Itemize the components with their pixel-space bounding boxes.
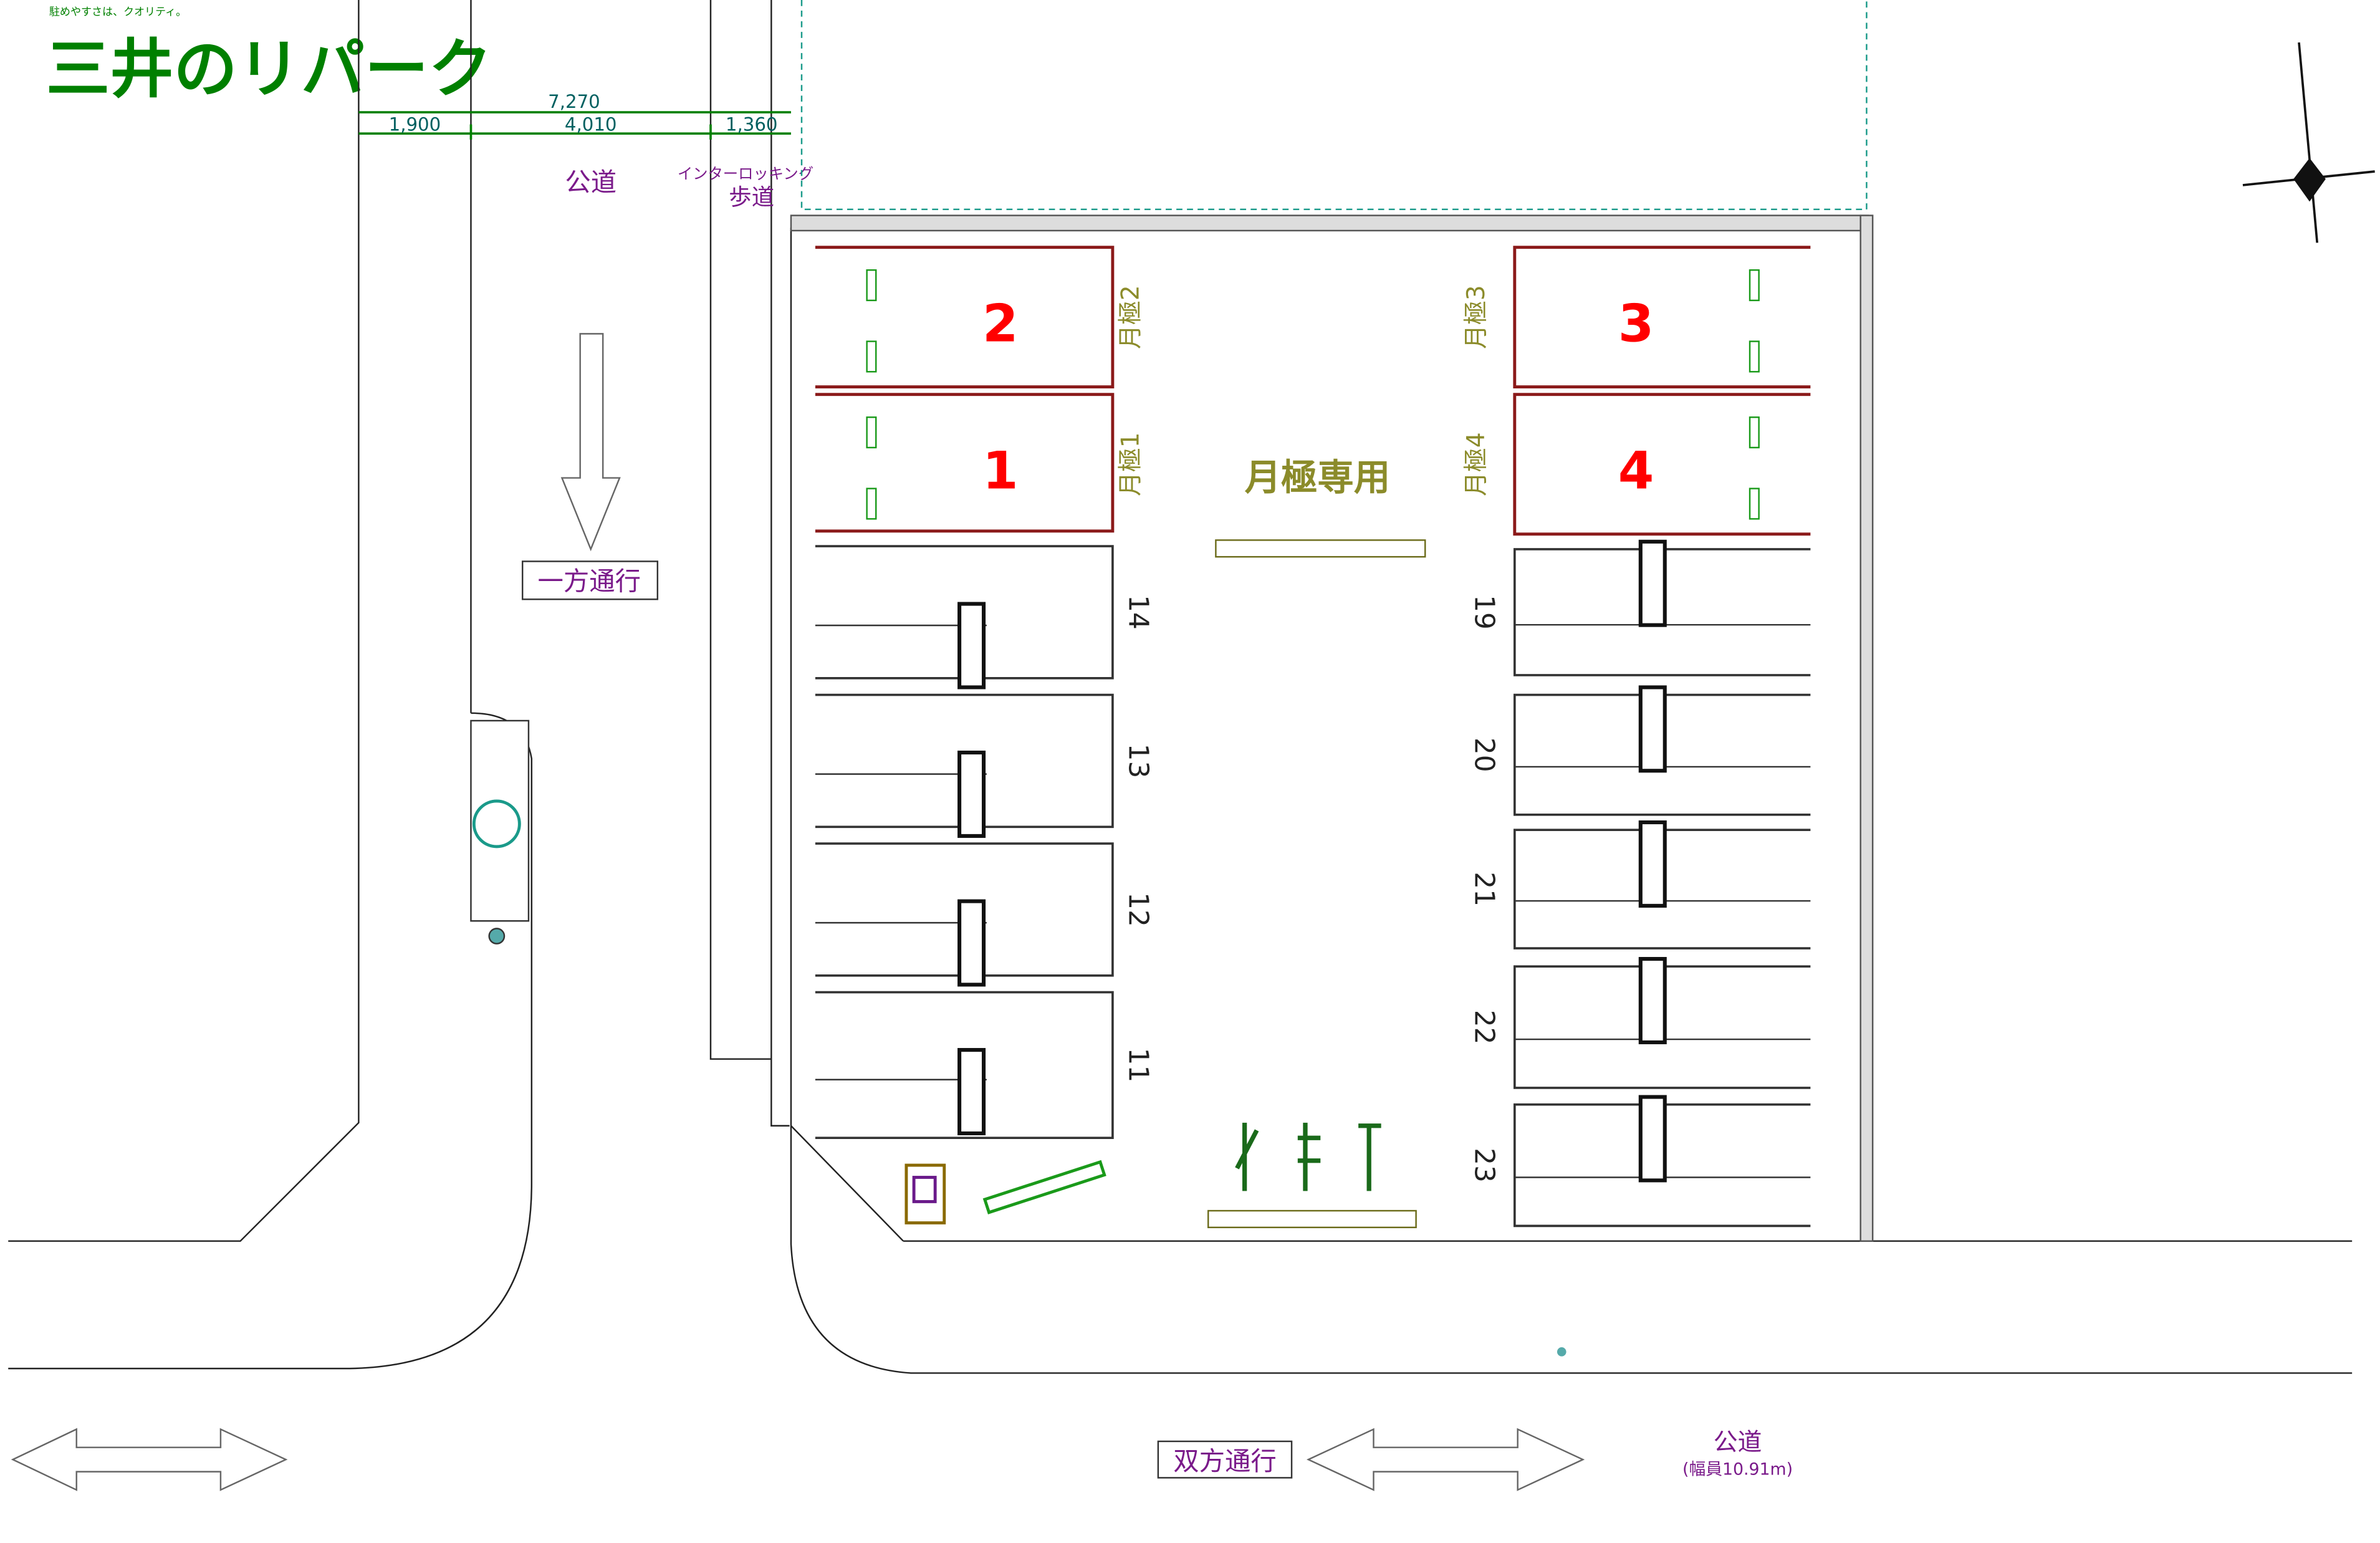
lock-plate: [1638, 1095, 1667, 1183]
dimension-left: 1,900: [389, 113, 441, 135]
space-number: 4: [1618, 441, 1654, 501]
two-way-arrow-left-icon: [11, 1428, 288, 1491]
space-number: 23: [1469, 1148, 1500, 1183]
entrance-machines: [1235, 1122, 1381, 1191]
one-way-sign: [521, 560, 659, 600]
monthly-label: 月極2: [1116, 285, 1144, 349]
parking-space-12: 12: [815, 842, 1154, 987]
monthly-only-label: 月極専用: [1245, 456, 1391, 499]
public-road-label-bottom: 公道: [1714, 1429, 1762, 1457]
one-way-label: 一方通行: [538, 567, 641, 597]
wheel-stop: [1749, 340, 1760, 373]
parking-space-23: 23: [1469, 1095, 1811, 1228]
wheel-stop: [1749, 269, 1760, 302]
lock-plate: [957, 1048, 986, 1135]
parking-space-11: 11: [815, 991, 1154, 1140]
space-number: 20: [1469, 738, 1500, 772]
space-number: 22: [1469, 1010, 1500, 1045]
center-curb: [1215, 539, 1426, 558]
sidewalk-type-label: インターロッキング: [678, 165, 813, 183]
lot-boundary: [790, 0, 1874, 1242]
dimension-lines: [358, 111, 791, 140]
monthly-space-4: 4 月極4: [1462, 393, 1811, 536]
space-outline: [1513, 393, 1811, 536]
space-number: 2: [982, 294, 1019, 354]
dimension-middle: 4,010: [565, 113, 617, 135]
manhole: [1557, 1347, 1567, 1357]
space-number: 19: [1469, 595, 1500, 630]
bottom-curb: [1207, 1209, 1417, 1229]
dimension-total: 7,270: [548, 91, 600, 112]
parking-space-20: 20: [1469, 685, 1811, 816]
parking-space-21: 21: [1469, 820, 1811, 949]
space-number: 21: [1469, 872, 1500, 906]
monthly-space-1: 1 月極1: [815, 393, 1144, 533]
dimension-right: 1,360: [726, 113, 778, 135]
monthly-space-3: 3 月極3: [1462, 246, 1811, 389]
payment-machine: [904, 1160, 1106, 1224]
space-number: 3: [1618, 294, 1654, 354]
wheel-stop: [866, 269, 877, 302]
space-number: 14: [1123, 595, 1154, 630]
space-outline: [815, 991, 1114, 1140]
logo-tagline: 駐めやすさは、クオリティ。: [49, 6, 186, 18]
parking-space-13: 13: [815, 693, 1154, 838]
logo: 駐めやすさは、クオリティ。 三井のリパーク: [46, 6, 492, 107]
two-way-arrow-right-icon: [1306, 1428, 1585, 1491]
space-outline: [815, 246, 1115, 389]
logo-brand: 三井のリパーク: [46, 32, 492, 107]
public-road-label-top: 公道: [565, 168, 617, 198]
wheel-stop: [866, 340, 877, 373]
space-outline: [815, 393, 1115, 533]
space-number: 12: [1123, 892, 1154, 927]
lock-plate: [1638, 820, 1667, 908]
space-number: 11: [1123, 1048, 1154, 1083]
lock-plate: [1638, 685, 1667, 773]
planter: [470, 719, 530, 945]
two-way-sign: [1157, 1440, 1293, 1479]
lock-plate: [957, 602, 986, 690]
monthly-label: 月極1: [1116, 432, 1144, 496]
two-way-label: 双方通行: [1173, 1446, 1276, 1476]
lock-plate: [957, 899, 986, 987]
wheel-stop: [1749, 416, 1760, 449]
wheel-stop: [866, 416, 877, 449]
road-width-label: (幅員10.91m): [1682, 1459, 1793, 1479]
parking-space-14: 14: [815, 545, 1154, 690]
one-way-arrow-icon: [560, 333, 621, 552]
monthly-label: 月極4: [1462, 432, 1490, 496]
space-outline: [1513, 246, 1811, 389]
space-number: 1: [982, 441, 1019, 501]
space-number: 13: [1123, 744, 1154, 779]
north-arrow-icon: [2242, 42, 2375, 243]
monthly-label: 月極3: [1462, 285, 1490, 349]
wheel-stop: [1749, 488, 1760, 520]
lock-plate: [957, 751, 986, 838]
road-lines: [8, 0, 2353, 1374]
parking-space-22: 22: [1469, 957, 1811, 1089]
lock-plate: [1638, 957, 1667, 1044]
monthly-space-2: 2 月極2: [815, 246, 1144, 389]
parking-space-19: 19: [1469, 539, 1811, 676]
lock-plate: [1638, 539, 1667, 627]
sidewalk-label: 歩道: [729, 184, 774, 211]
wheel-stop: [866, 488, 877, 520]
